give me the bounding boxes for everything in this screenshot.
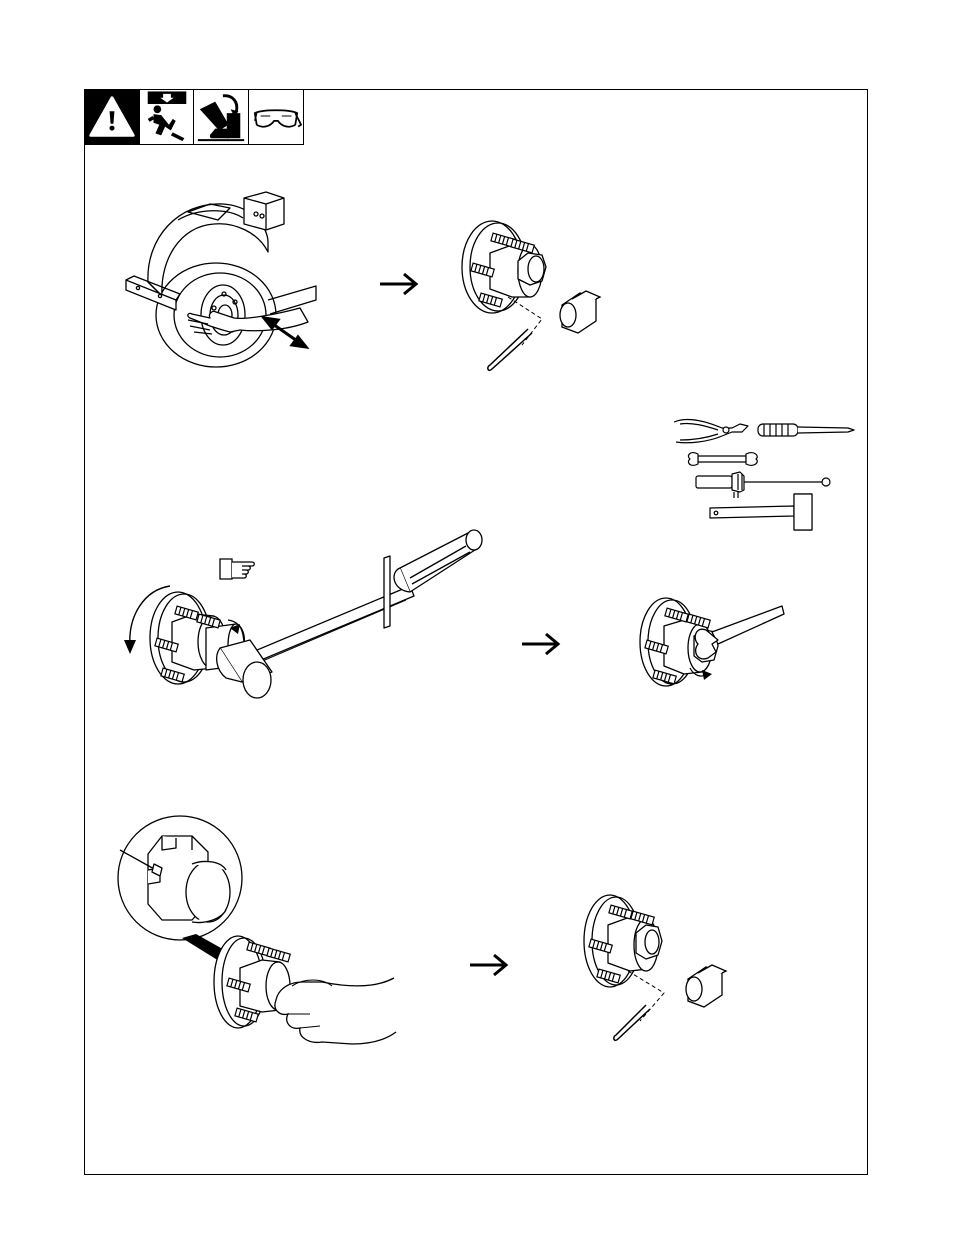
step-1-arrow-icon	[378, 272, 420, 296]
open-end-wrench-icon	[688, 453, 757, 466]
screwdriver-icon	[758, 424, 854, 436]
falling-equipment-icon	[139, 89, 195, 145]
trailer-wheel-with-fender	[118, 190, 333, 375]
pliers-icon	[674, 420, 748, 443]
tool-set	[668, 414, 863, 536]
mallet-icon	[710, 494, 812, 530]
torque-wrench-on-hub	[110, 520, 500, 710]
safety-icon-strip	[84, 89, 303, 145]
hub-with-cap-and-cotter-pin	[450, 215, 610, 380]
warning-triangle-icon	[84, 89, 140, 145]
step-2-arrow-icon	[520, 632, 562, 656]
crushing-hazard-icon	[193, 89, 249, 145]
step-3-arrow-icon	[468, 953, 510, 977]
hub-nut-with-cotter-pin-detail	[112, 810, 412, 1055]
safety-glasses-icon	[248, 89, 304, 145]
hub-with-open-end-wrench	[632, 582, 792, 702]
hub-reassembled-with-cap	[578, 885, 738, 1055]
